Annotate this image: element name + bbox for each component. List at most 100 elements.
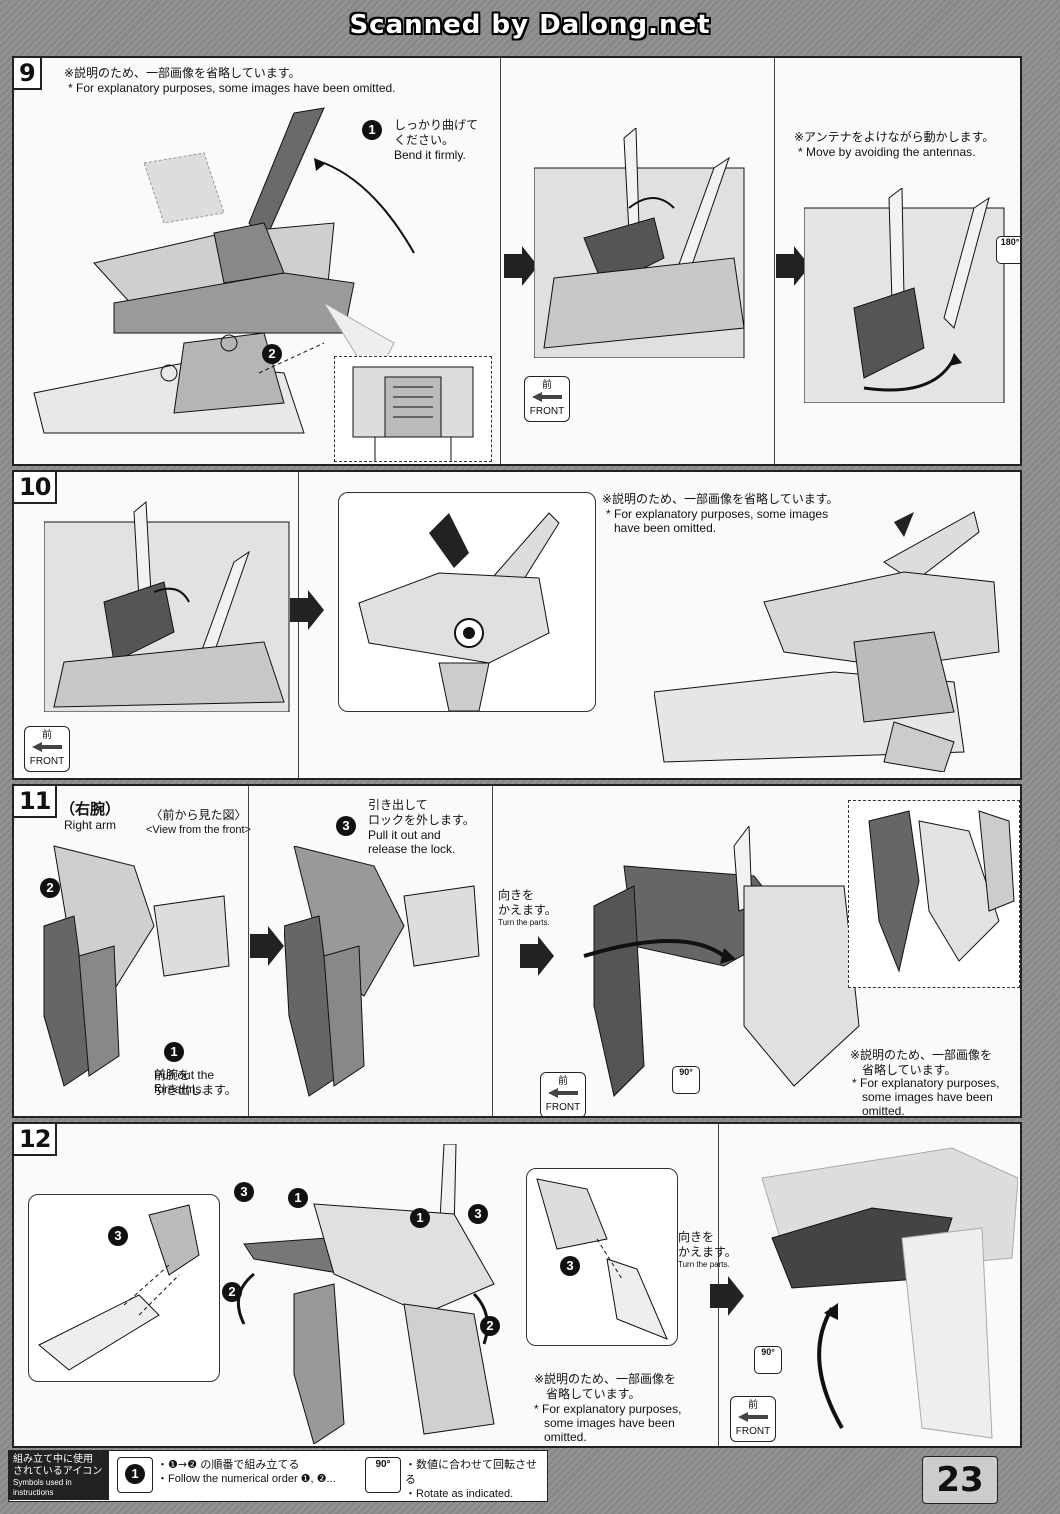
note-en-2: some images have been: [862, 1090, 993, 1104]
view-front-en: <View from the front>: [146, 824, 251, 836]
step-2-badge: 2: [40, 878, 60, 898]
antenna-note: ※アンテナをよけながら動かします。 * Move by avoiding the…: [794, 130, 994, 159]
fin-attach-inset: [28, 1194, 220, 1382]
step-number: 12: [14, 1124, 58, 1156]
note-jp-2: 省略しています。: [546, 1387, 641, 1401]
order-badge: 1: [125, 1464, 145, 1484]
note-en-1: * For explanatory purposes, some images: [606, 507, 829, 521]
note-jp-1: ※説明のため、一部画像を: [850, 1048, 993, 1062]
view-front-label: 〈前から見た図〉 <View from the front>: [146, 808, 251, 837]
pull-en-1: Pull it out and: [368, 828, 441, 842]
next-arrow-icon: [290, 590, 324, 630]
omit-note: ※説明のため、一部画像を 省略しています。 * For explanatory …: [534, 1372, 681, 1444]
detail-inset: [334, 356, 492, 462]
note-en-3: omitted.: [544, 1430, 587, 1444]
forearm-note-en-block: Pull out the forearms.: [154, 1068, 214, 1096]
next-arrow-icon: [250, 926, 284, 966]
turn-parts-note: 向きを かえます。 Turn the parts.: [678, 1230, 737, 1270]
rotate-head-illustration: [804, 188, 1014, 403]
antenna-closeup-illustration: [44, 492, 294, 712]
step-number: 11: [14, 786, 58, 818]
rotate-en: ・Rotate as indicated.: [405, 1488, 514, 1500]
step-3-badge: 3: [336, 816, 356, 836]
next-arrow-icon: [520, 936, 554, 976]
front-en: FRONT: [545, 1102, 581, 1113]
step-12-panel: 12 3 3 1 2 1 3 2 3 ※説明のため、一: [12, 1122, 1022, 1448]
rotate-180-icon: 180°: [996, 236, 1020, 264]
rotate-label: 180°: [1000, 237, 1020, 247]
front-jp: 前: [748, 1400, 758, 1411]
note-jp: ※説明のため、一部画像を省略しています。: [602, 492, 839, 506]
view-front-jp: 〈前から見た図〉: [150, 808, 247, 822]
head-assembly-inset: [338, 492, 596, 712]
rotate-symbol-icon: 90°: [365, 1457, 401, 1493]
pull-en-2: release the lock.: [368, 842, 456, 856]
antenna-jp: ※アンテナをよけながら動かします。: [794, 130, 995, 144]
turn-jp-2: かえます。: [498, 903, 557, 917]
forearm-en-2: forearms.: [154, 1082, 205, 1096]
front-direction-icon: 前 FRONT: [730, 1396, 776, 1442]
rotate-label: 90°: [761, 1347, 775, 1357]
step-divider: [492, 786, 493, 1116]
turn-jp-1: 向きを: [678, 1230, 715, 1244]
bend-jp-2: ください。: [394, 133, 455, 147]
step-2-badge: 2: [222, 1282, 242, 1302]
note-en-1: * For explanatory purposes,: [852, 1076, 1000, 1090]
front-jp: 前: [558, 1076, 568, 1087]
forearm-en-1: Pull out the: [154, 1068, 215, 1082]
next-arrow-icon: [710, 1276, 744, 1316]
step-divider: [248, 786, 249, 1116]
step-3-badge: 3: [468, 1204, 488, 1224]
right-arm-label: （右腕） Right arm: [60, 800, 120, 832]
step-1-badge: 1: [362, 120, 382, 140]
rotate-90-icon: 90°: [754, 1346, 782, 1374]
assembled-torso-illustration: [654, 492, 1014, 772]
arm-unlock-illustration: [284, 846, 484, 1106]
step-1-badge: 1: [410, 1208, 430, 1228]
step-3-badge: 3: [560, 1256, 580, 1276]
front-jp: 前: [42, 730, 52, 741]
step-10-panel: 10 前 FRONT ※説明のため、一部画像を省略しています。 * For ex…: [12, 470, 1022, 780]
front-direction-icon: 前 FRONT: [524, 376, 570, 422]
front-direction-icon: 前 FRONT: [24, 726, 70, 772]
front-en: FRONT: [529, 406, 565, 417]
bend-firmly-note: しっかり曲げて ください。 Bend it firmly.: [394, 118, 478, 162]
turn-jp-2: かえます。: [678, 1245, 737, 1259]
omit-note: ※説明のため、一部画像を省略しています。 * For explanatory p…: [64, 66, 396, 95]
order-symbol-icon: 1: [117, 1457, 153, 1493]
omit-note: ※説明のため、一部画像を 省略しています。: [850, 1048, 992, 1078]
note-en-2: some images have been: [544, 1416, 675, 1430]
pull-lock-note: 引き出して ロックを外します。 Pull it out and release …: [368, 798, 475, 856]
turn-jp-1: 向きを: [498, 888, 535, 902]
step-divider: [774, 58, 775, 464]
step-1-badge: 1: [288, 1188, 308, 1208]
rotated-wing-illustration: [574, 826, 864, 1106]
right-arm-en: Right arm: [64, 818, 117, 832]
fin-detail-inset: [526, 1168, 678, 1346]
step-11-panel: 11 （右腕） Right arm 〈前から見た図〉 <View from th…: [12, 784, 1022, 1118]
forearm-jp-2: 引き出します。: [154, 1083, 237, 1097]
antenna-en: * Move by avoiding the antennas.: [798, 145, 976, 159]
step-divider: [298, 472, 299, 778]
pull-jp-2: ロックを外します。: [368, 813, 475, 827]
front-en: FRONT: [735, 1426, 771, 1437]
note-jp-1: ※説明のため、一部画像を: [534, 1372, 677, 1386]
mech-torso-illustration: [24, 103, 444, 443]
step-number: 10: [14, 472, 58, 504]
turned-assembly-illustration: [752, 1138, 1018, 1444]
legend-title-en: Symbols used in instructions: [13, 1478, 72, 1497]
page-number: 23: [922, 1456, 998, 1504]
scan-watermark: Scanned by Dalong.net: [349, 10, 711, 40]
bend-jp-1: しっかり曲げて: [394, 118, 479, 132]
step-divider: [500, 58, 501, 464]
bend-en: Bend it firmly.: [394, 148, 466, 162]
turn-en: Turn the parts.: [498, 918, 550, 927]
pull-jp-1: 引き出して: [368, 798, 428, 812]
side-view-inset: [848, 800, 1020, 988]
right-arm-jp: （右腕）: [60, 800, 121, 818]
omit-note: ※説明のため、一部画像を省略しています。 * For explanatory p…: [602, 492, 839, 535]
rotate-jp: ・数値に合わせて回転させる: [405, 1458, 537, 1486]
step-number: 9: [14, 58, 42, 90]
arm-extend-illustration: [34, 836, 234, 1096]
turn-en: Turn the parts.: [678, 1260, 730, 1269]
